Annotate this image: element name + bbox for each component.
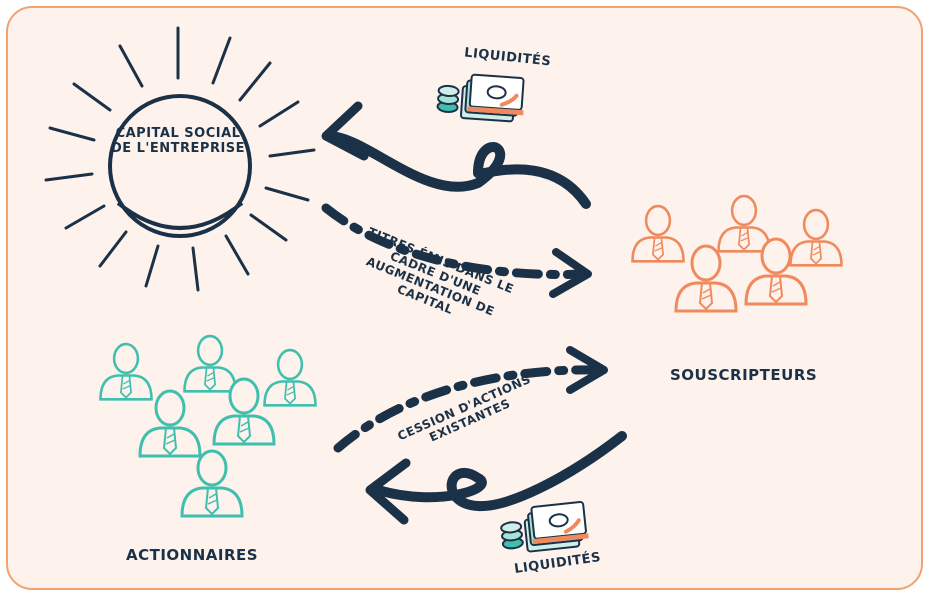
arrow-liquidity-top [321, 101, 591, 209]
arrow-liquidity-bottom [365, 431, 627, 525]
sun-label: CAPITAL SOCIAL DE L'ENTREPRISE [110, 126, 246, 156]
souscripteurs-people-icon [631, 194, 843, 313]
actionnaires-label: ACTIONNAIRES [126, 546, 259, 564]
money-icon-bottom [497, 499, 592, 557]
diagram-frame: CAPITAL SOCIAL DE L'ENTREPRISE LIQUIDITÉ… [6, 6, 923, 590]
money-icon-top [434, 70, 528, 125]
actionnaires-people-icon [99, 334, 317, 518]
sun-disc [108, 94, 252, 238]
souscripteurs-label: SOUSCRIPTEURS [670, 366, 818, 384]
arrow-titres [321, 203, 592, 298]
sun-rays [44, 26, 316, 292]
diagram-artwork [44, 26, 843, 557]
arrow-cession [333, 346, 608, 453]
